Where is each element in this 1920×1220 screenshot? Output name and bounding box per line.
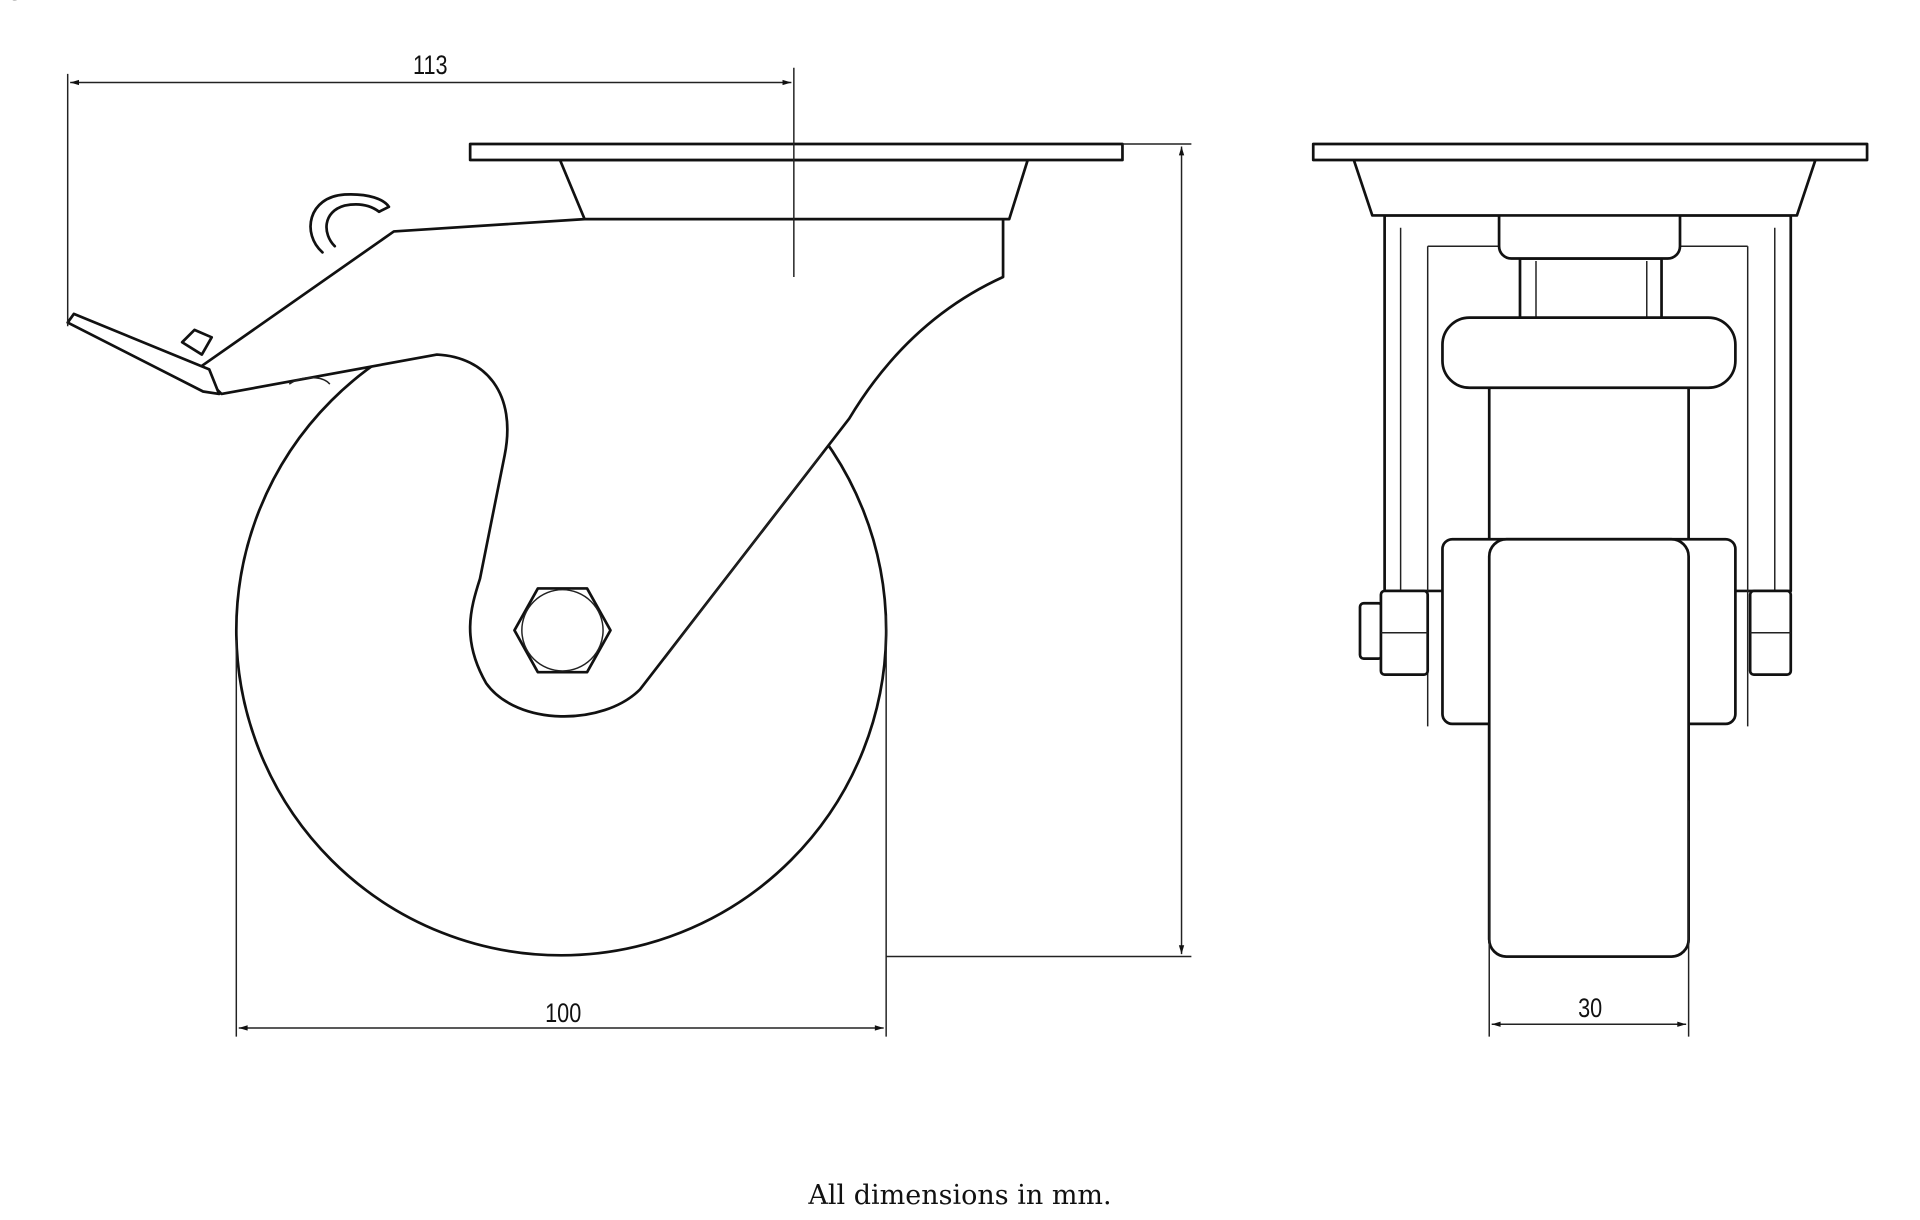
front-view: 30 xyxy=(1311,142,1869,1037)
brake-lever xyxy=(66,312,221,396)
brake-pad-front xyxy=(1441,316,1737,390)
top-plate-front xyxy=(1311,142,1869,162)
dim-label-100: 100 xyxy=(545,999,581,1029)
brake-hook xyxy=(309,193,391,254)
top-plate-side xyxy=(468,142,1124,162)
mounting-plate-boss-front xyxy=(1352,158,1817,217)
fork-side xyxy=(195,217,1005,718)
kingpin-stem xyxy=(1518,257,1663,328)
brake-tab xyxy=(180,328,214,356)
dim-label-128: 128 xyxy=(0,0,23,6)
side-view: 113 128 100 xyxy=(0,0,1192,1037)
axle-bolt-head xyxy=(1358,601,1384,660)
dim-label-30: 30 xyxy=(1578,994,1602,1024)
axle-nut-side xyxy=(513,587,612,674)
units-caption: All dimensions in mm. xyxy=(808,1180,1112,1211)
dim-label-113: 113 xyxy=(413,51,448,81)
